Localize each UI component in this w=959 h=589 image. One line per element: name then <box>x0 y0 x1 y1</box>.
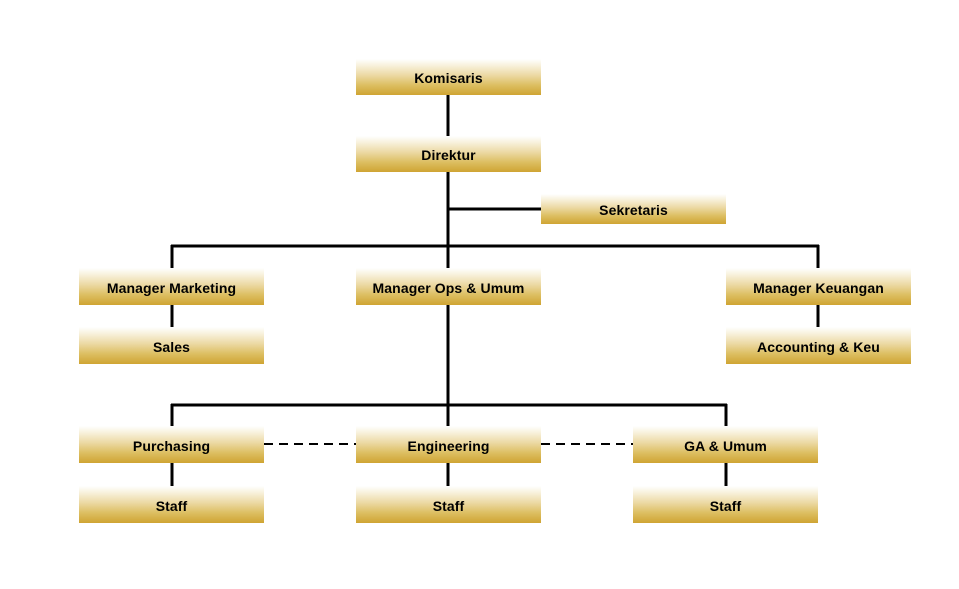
box-komisaris-label: Komisaris <box>414 70 483 86</box>
box-manager-ops-umum: Manager Ops & Umum <box>356 268 541 305</box>
box-manager-keuangan-label: Manager Keuangan <box>753 279 884 296</box>
box-purchasing-label: Purchasing <box>132 437 211 454</box>
box-sales-label: Sales <box>152 338 191 355</box>
box-accounting-keu-label: Accounting & Keu <box>757 338 880 355</box>
box-engineering: Engineering <box>356 426 541 463</box>
box-accounting-keu: Accounting & Keu <box>726 327 911 364</box>
box-staff-purchasing: Staff <box>79 486 264 523</box>
box-manager-ops-umum-label: Manager Ops & Umum <box>372 279 525 296</box>
box-direktur-label: Direktur <box>421 147 476 163</box>
box-staff-purchasing-label: Staff <box>155 497 188 514</box>
box-ga-umum-label: GA & Umum <box>684 437 767 454</box>
box-staff-engineering: Staff <box>356 486 541 523</box>
box-sales: Sales <box>79 327 264 364</box>
box-purchasing: Purchasing <box>79 426 264 463</box>
box-ga-umum: GA & Umum <box>633 426 818 463</box>
box-sekretaris: Sekretaris <box>541 194 726 224</box>
box-staff-engineering-label: Staff <box>432 497 465 514</box>
box-manager-marketing: Manager Marketing <box>79 268 264 305</box>
box-staff-ga-umum: Staff <box>633 486 818 523</box>
box-direktur: Direktur <box>356 136 541 172</box>
box-sekretaris-label: Sekretaris <box>599 202 668 218</box>
box-manager-keuangan: Manager Keuangan <box>726 268 911 305</box>
box-manager-marketing-label: Manager Marketing <box>106 279 237 296</box>
box-komisaris: Komisaris <box>356 59 541 95</box>
box-engineering-label: Engineering <box>407 437 490 454</box>
box-staff-ga-umum-label: Staff <box>709 497 742 514</box>
